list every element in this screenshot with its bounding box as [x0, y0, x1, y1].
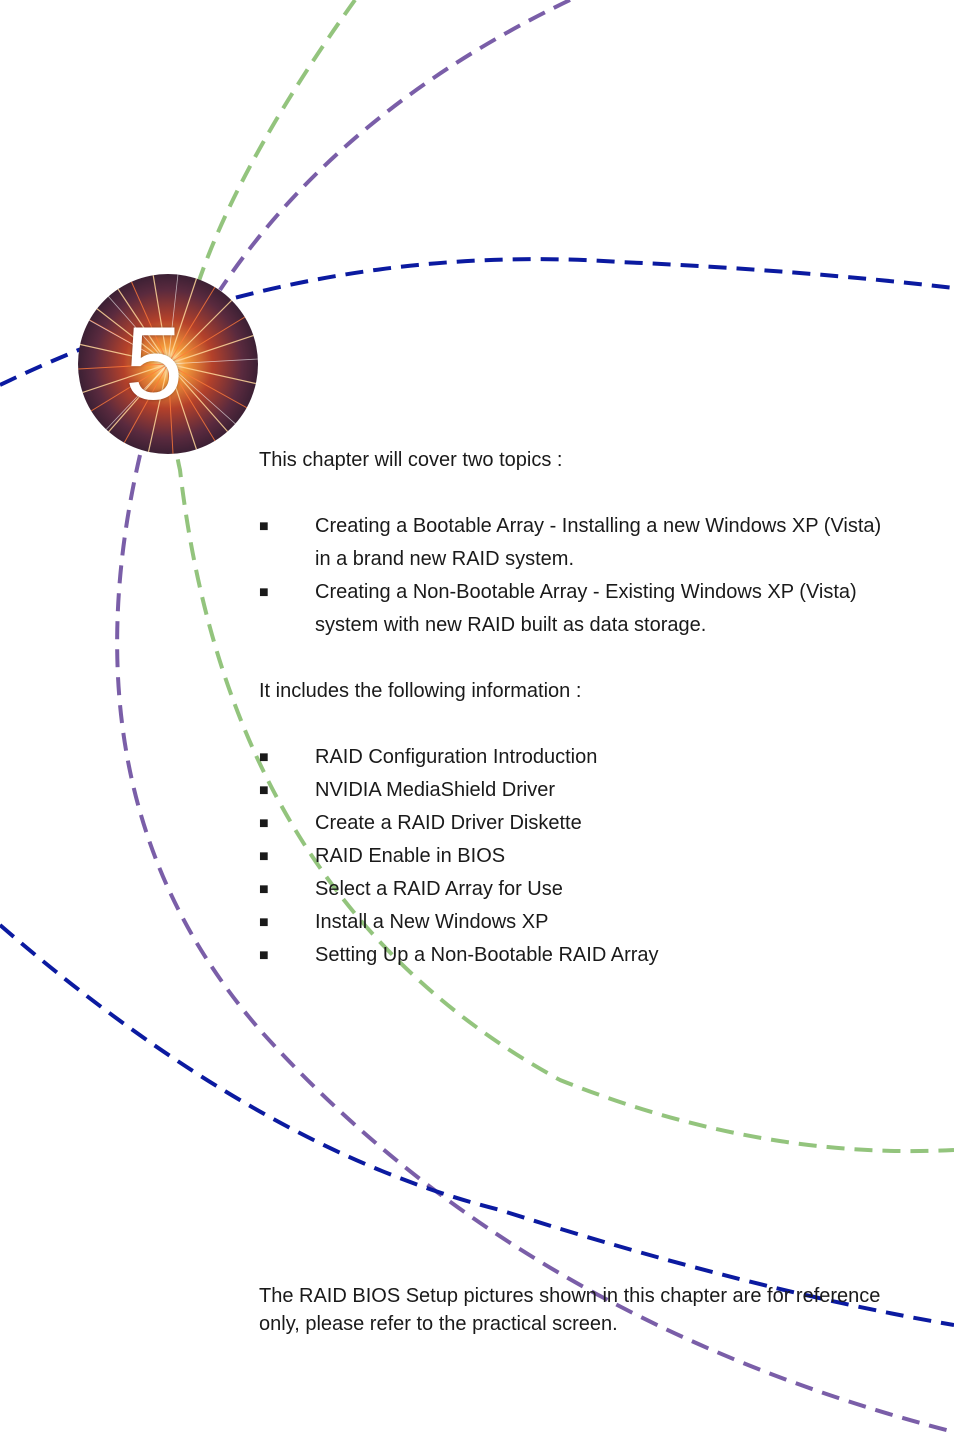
topic-item: ■ Creating a Non-Bootable Array - Existi… [259, 576, 899, 642]
bullet-square-icon: ■ [259, 914, 269, 931]
chapter-badge: 5 [78, 274, 258, 454]
info-text: Create a RAID Driver Diskette [315, 812, 582, 834]
bullet-square-icon: ■ [259, 947, 269, 964]
bullet-square-icon: ■ [259, 518, 269, 535]
info-text: Install a New Windows XP [315, 911, 549, 933]
purple-dashed-arc-lower [115, 454, 954, 1434]
reference-note: The RAID BIOS Setup pictures shown in th… [259, 1285, 881, 1335]
info-item: ■ RAID Enable in BIOS [259, 840, 899, 873]
topics-list: ■ Creating a Bootable Array - Installing… [259, 510, 899, 642]
topics-intro: This chapter will cover two topics : [259, 449, 563, 471]
info-item: ■ RAID Configuration Introduction [259, 741, 899, 774]
topic-text: Creating a Bootable Array - Installing a… [315, 515, 882, 570]
info-intro: It includes the following information : [259, 680, 582, 702]
bullet-square-icon: ■ [259, 881, 269, 898]
chapter-content: This chapter will cover two topics : ■ C… [259, 444, 899, 972]
info-item: ■ NVIDIA MediaShield Driver [259, 774, 899, 807]
chapter-number: 5 [125, 306, 183, 422]
firework-burst-image [78, 274, 258, 454]
topic-item: ■ Creating a Bootable Array - Installing… [259, 510, 899, 576]
info-item: ■ Select a RAID Array for Use [259, 873, 899, 906]
purple-dashed-arc-upper [218, 0, 571, 292]
info-text: RAID Enable in BIOS [315, 845, 506, 867]
info-item: ■ Setting Up a Non-Bootable RAID Array [259, 939, 899, 972]
info-text: NVIDIA MediaShield Driver [315, 779, 556, 801]
green-dashed-arc [171, 0, 954, 1154]
bullet-square-icon: ■ [259, 815, 269, 832]
info-text: Select a RAID Array for Use [315, 878, 563, 900]
topic-text: Creating a Non-Bootable Array - Existing… [315, 581, 857, 636]
info-text: Setting Up a Non-Bootable RAID Array [315, 944, 659, 966]
bullet-square-icon: ■ [259, 749, 269, 766]
info-list: ■ RAID Configuration Introduction ■ NVID… [259, 741, 899, 972]
bullet-square-icon: ■ [259, 584, 269, 601]
bullet-square-icon: ■ [259, 782, 269, 799]
blue-dashed-arc-lower [0, 923, 954, 1327]
info-item: ■ Create a RAID Driver Diskette [259, 807, 899, 840]
info-item: ■ Install a New Windows XP [259, 906, 899, 939]
info-text: RAID Configuration Introduction [315, 746, 598, 768]
bullet-square-icon: ■ [259, 848, 269, 865]
